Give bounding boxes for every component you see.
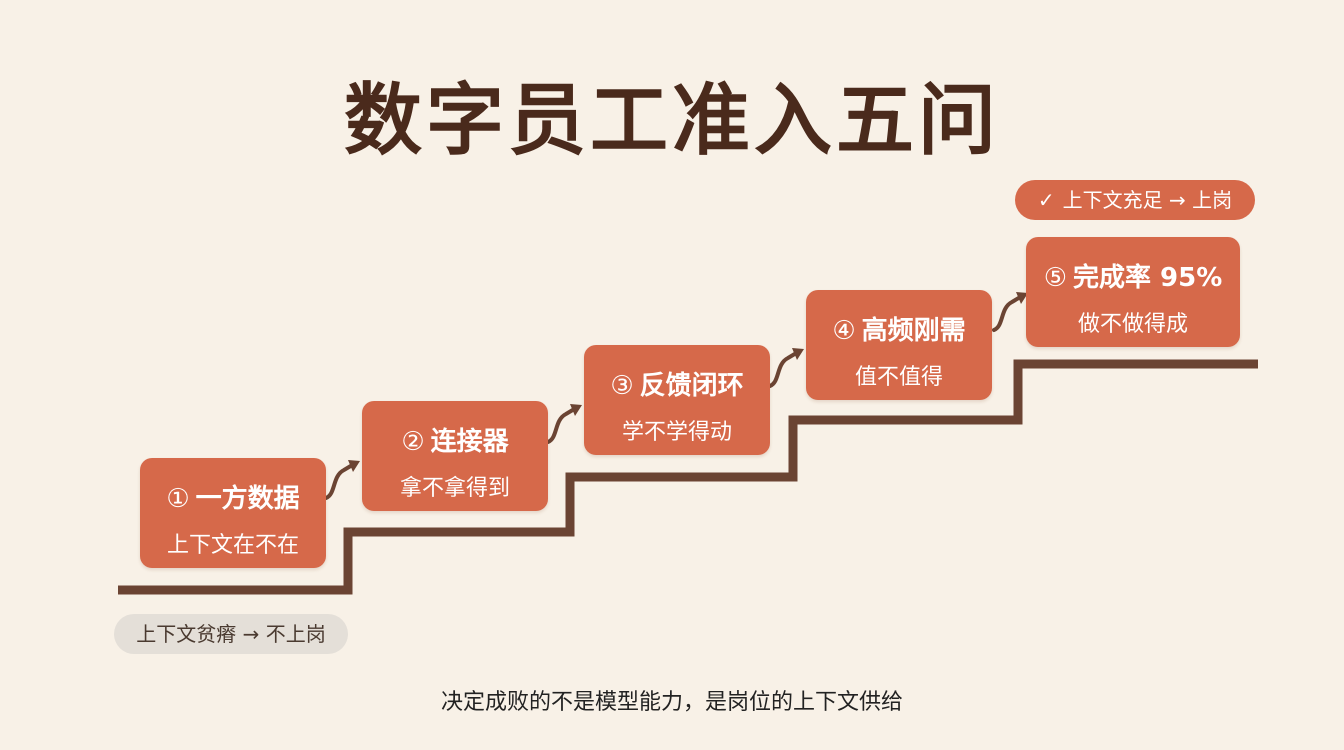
sufficient-context-badge: ✓ 上下文充足 → 上岗	[1015, 180, 1255, 220]
sufficient-context-text: 上下文充足 → 上岗	[1062, 188, 1233, 212]
staircase-line	[118, 359, 1258, 595]
step-number: ⑤	[1043, 263, 1067, 293]
step-subtitle: 值不值得	[854, 365, 943, 390]
step-title-text: 连接器	[430, 427, 509, 457]
step-title-text: 反馈闭环	[639, 371, 744, 401]
step-subtitle: 拿不拿得到	[399, 476, 510, 501]
step-title-text: 完成率 95%	[1073, 263, 1223, 293]
step-subtitle: 做不做得成	[1077, 312, 1188, 337]
bottom-caption: 决定成败的不是模型能力，是岗位的上下文供给	[440, 690, 903, 715]
check-icon: ✓	[1037, 188, 1055, 212]
step-title-text: 一方数据	[195, 484, 300, 514]
step-number: ④	[832, 316, 856, 346]
step-number: ③	[610, 371, 634, 401]
page-title: 数字员工准入五问	[343, 76, 1000, 166]
step-number: ②	[401, 427, 425, 457]
poor-context-badge: 上下文贫瘠 → 不上岗	[114, 614, 348, 654]
step-subtitle: 学不学得动	[621, 420, 732, 445]
step-subtitle: 上下文在不在	[166, 533, 299, 558]
step-arrow	[324, 294, 1024, 500]
step-number: ①	[166, 484, 190, 514]
step-title-text: 高频刚需	[861, 316, 966, 346]
step-arrow-heads	[348, 292, 1028, 472]
